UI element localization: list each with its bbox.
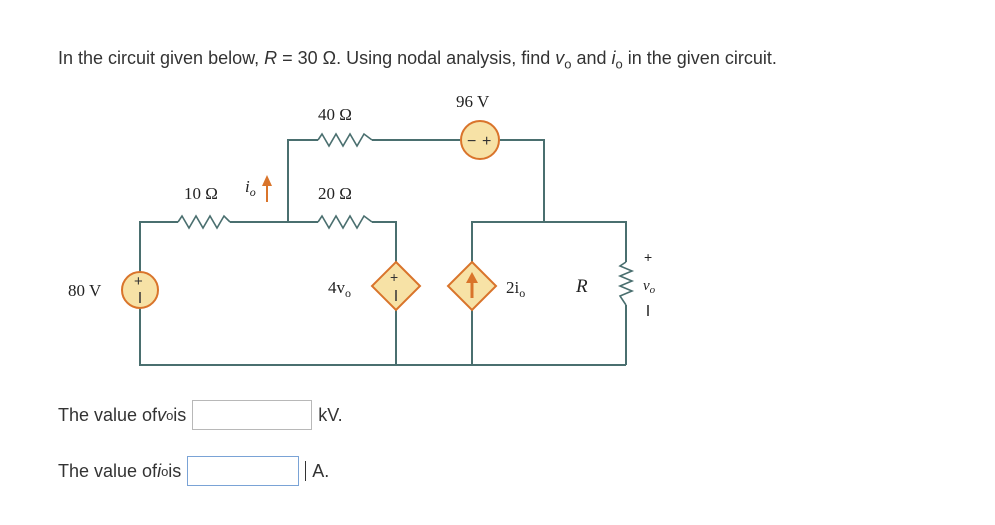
question-eq: = 30 Ω. Using nodal analysis, find [277, 48, 556, 68]
source-minus: − [467, 133, 476, 150]
vo-prompt-sym: v [157, 404, 167, 425]
v-symbol: v [555, 48, 565, 68]
resistor-20-ohm [317, 214, 373, 230]
vo-plus: + [644, 249, 652, 265]
resistor-40-ohm [317, 132, 373, 148]
io-prompt-pre: The value of [58, 460, 158, 481]
circuit-diagram: − + + + 40 Ω 96 V 10 Ω 20 Ω 80 V io 4vo … [68, 92, 656, 366]
i-symbol: i [611, 48, 616, 68]
question-and: and [571, 48, 612, 68]
vo-prompt-sub: o [166, 407, 174, 423]
label-80v: 80 V [68, 281, 102, 300]
text-caret [305, 461, 307, 481]
label-2io: 2io [506, 278, 525, 300]
io-prompt-is: is [168, 460, 182, 481]
resistor-R [617, 261, 635, 306]
label-4vo: 4vo [328, 278, 351, 300]
label-20-ohm: 20 Ω [318, 184, 352, 203]
voltage-source-80v: + [121, 271, 159, 309]
i-sub: o [615, 56, 623, 72]
vo-prompt-pre: The value of [58, 404, 158, 425]
dep-v-plus: + [390, 269, 398, 285]
arrow-up-icon [466, 272, 478, 283]
r-symbol: R [264, 48, 278, 68]
io-unit: A. [312, 460, 330, 481]
question-text: In the circuit given below, R = 30 Ω. Us… [58, 48, 777, 72]
io-prompt-sym: i [157, 460, 162, 481]
v-sub: o [564, 56, 572, 72]
vo-prompt-is: is [173, 404, 187, 425]
source80-plus: + [134, 273, 143, 290]
voltage-source-96v: − + [460, 120, 500, 160]
vo-answer-input[interactable] [192, 400, 313, 430]
label-10-ohm: 10 Ω [184, 184, 218, 203]
resistor-10-ohm [177, 214, 231, 230]
label-vo: vo [643, 278, 656, 296]
current-arrow-icon [262, 175, 272, 202]
dependent-current-source [446, 260, 498, 312]
label-40-ohm: 40 Ω [318, 105, 352, 124]
io-answer-input[interactable] [187, 456, 300, 486]
label-R: R [575, 276, 588, 297]
dependent-voltage-source: + [370, 260, 422, 312]
label-io: io [245, 177, 256, 199]
label-96v: 96 V [456, 92, 490, 111]
source-plus: + [482, 133, 491, 150]
circuit-wires [139, 139, 627, 366]
question-pre: In the circuit given below, [58, 48, 265, 68]
vo-unit: kV. [318, 404, 343, 425]
io-prompt-sub: o [161, 463, 169, 479]
question-post: in the given circuit. [622, 48, 777, 68]
